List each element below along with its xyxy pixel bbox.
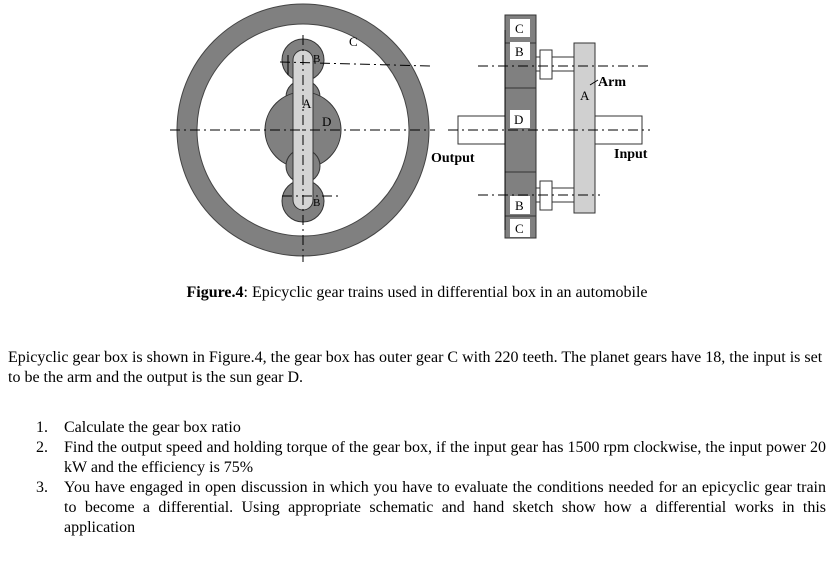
- label-input: Input: [614, 147, 648, 162]
- label-arm: Arm: [598, 75, 626, 90]
- label-b-side-bottom: B: [515, 198, 524, 213]
- label-output: Output: [431, 151, 475, 166]
- epicyclic-gear-figure: C B A D B: [170, 3, 650, 262]
- item-text: You have engaged in open discussion in w…: [64, 479, 826, 536]
- item-number: 3.: [36, 479, 48, 496]
- label-d-front: D: [322, 114, 331, 129]
- label-b-top: B: [313, 53, 320, 65]
- side-view: C B D B C A Arm Output Input: [431, 14, 650, 239]
- label-c-ring: C: [349, 34, 358, 49]
- label-a-side: A: [580, 88, 590, 103]
- label-c-side-bottom: C: [515, 221, 524, 236]
- item-number: 1.: [36, 419, 48, 436]
- intro-paragraph: Epicyclic gear box is shown in Figure.4,…: [8, 349, 823, 386]
- caption-text: : Epicyclic gear trains used in differen…: [243, 284, 648, 301]
- task-list: 1. Calculate the gear box ratio 2. Find …: [36, 418, 826, 538]
- item-text: Find the output speed and holding torque…: [64, 439, 826, 476]
- label-b-bottom: B: [313, 197, 320, 209]
- list-item: 1. Calculate the gear box ratio: [36, 418, 826, 438]
- arm-a-side: [573, 42, 596, 214]
- item-text: Calculate the gear box ratio: [64, 419, 241, 436]
- item-number: 2.: [36, 439, 48, 456]
- figure-caption: Figure.4: Epicyclic gear trains used in …: [0, 284, 834, 302]
- label-a-front: A: [302, 96, 312, 111]
- label-b-side-top: B: [515, 44, 524, 59]
- label-c-side-top: C: [515, 21, 524, 36]
- list-item: 3. You have engaged in open discussion i…: [36, 478, 826, 538]
- caption-prefix: Figure.4: [186, 284, 244, 301]
- label-d-side: D: [514, 112, 523, 127]
- front-view: C B A D B: [170, 3, 435, 262]
- list-item: 2. Find the output speed and holding tor…: [36, 438, 826, 478]
